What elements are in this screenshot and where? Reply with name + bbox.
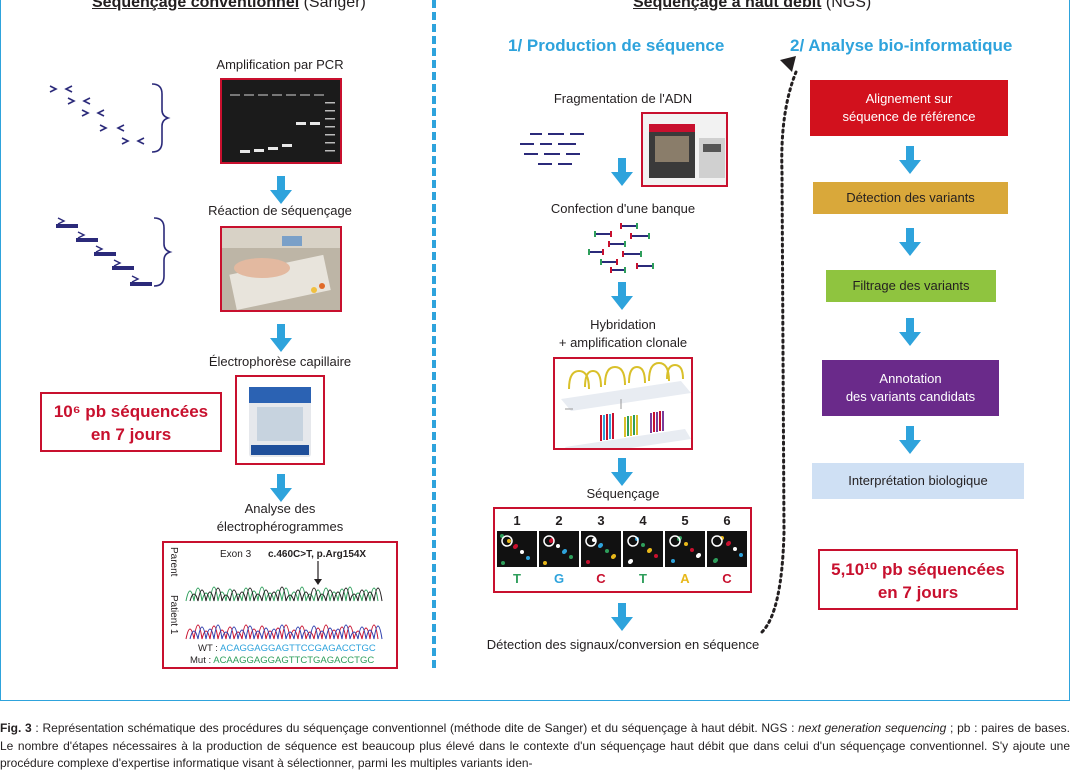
called-base: A (680, 571, 690, 586)
bioinformatics-step: Détection des variants (813, 182, 1008, 214)
ngs-step-fragmentation: Fragmentation de l'ADN (553, 91, 693, 106)
dna-fragments-diagram (520, 133, 584, 165)
mut-sequence-line: Mut : ACAAGGAGGAGTTCTGAGACCTGC (190, 655, 375, 666)
cycle-image (623, 531, 663, 567)
down-arrow-icon (270, 176, 292, 204)
clonal-amplification-photo (553, 357, 693, 450)
called-base: C (722, 571, 732, 586)
ngs-step-sequencing: Séquençage (586, 486, 660, 501)
cycle-image (581, 531, 621, 567)
cycle-number: 4 (639, 513, 647, 528)
center-divider (432, 0, 436, 668)
fragmentation-instrument-photo (641, 112, 728, 187)
called-base: G (553, 571, 565, 586)
cycle-number: 1 (513, 513, 521, 528)
ngs-throughput-box: 5,10¹⁰ pb séquencées en 7 jours (818, 549, 1018, 610)
trace-plot (185, 561, 383, 640)
figure-frame (0, 0, 1070, 701)
bioinformatics-step: Interprétation biologique (812, 463, 1024, 499)
called-base: T (639, 571, 647, 586)
sanger-throughput-box: 10⁶ pb séquencées en 7 jours (40, 392, 222, 452)
exon-label: Exon 3 (220, 549, 252, 560)
down-arrow-icon (611, 603, 633, 631)
down-arrow-icon (611, 282, 633, 310)
patient-label: Patient 1 (168, 595, 179, 635)
down-arrow-icon (270, 324, 292, 352)
cycle-number: 5 (681, 513, 689, 528)
down-arrow-icon (899, 228, 921, 256)
down-arrow-icon (611, 458, 633, 486)
pcr-gel-photo (220, 78, 342, 164)
cycle-image (497, 531, 537, 567)
parent-label: Parent (168, 547, 179, 577)
lab-pipetting-photo (220, 226, 342, 312)
library-fragments-diagram (588, 223, 654, 273)
sanger-step-sequencing-reaction: Réaction de séquençage (208, 203, 352, 218)
ngs-section-bioinformatics: 2/ Analyse bio-informatique (790, 36, 1013, 55)
down-arrow-icon (899, 426, 921, 454)
capillary-sequencer-photo (235, 375, 325, 465)
down-arrow-icon (270, 474, 292, 502)
wt-sequence-line: WT : ACAGGAGGAGTTCCGAGACCTGC (198, 643, 376, 654)
sanger-step-electrophoresis: Électrophorèse capillaire (208, 354, 352, 369)
ngs-step-hybridization: Hybridation + amplification clonale (558, 317, 688, 350)
bioinformatics-step: Annotation des variants candidats (822, 360, 999, 416)
ngs-section-production: 1/ Production de séquence (508, 36, 725, 55)
cycle-image (539, 531, 579, 567)
cycle-image (665, 531, 705, 567)
down-arrow-icon (611, 158, 633, 186)
bioinformatics-step: Alignement sur séquence de référence (810, 80, 1008, 136)
ngs-header: Séquençage à haut débit (NGS) (633, 0, 872, 11)
mutation-label: c.460C>T, p.Arg154X (268, 549, 367, 560)
sanger-header: Séquençage conventionnel (Sanger) (92, 0, 366, 11)
bioinformatics-step: Filtrage des variants (826, 270, 996, 302)
ngs-step-signal-detection: Détection des signaux/conversion en séqu… (486, 637, 760, 652)
figure-caption: Fig. 3 : Représentation schématique des … (0, 721, 1070, 770)
sanger-step-pcr: Amplification par PCR (216, 57, 344, 72)
cycle-number: 6 (723, 513, 731, 528)
called-base: T (513, 571, 521, 586)
down-arrow-icon (899, 318, 921, 346)
cycle-number: 3 (597, 513, 605, 528)
down-arrow-icon (899, 146, 921, 174)
primer-diagram (49, 83, 171, 153)
ngs-step-library: Confection d'une banque (550, 201, 696, 216)
sanger-step-analysis: Analyse des électrophérogrammes (216, 501, 344, 534)
electropherogram-panel: Parent Patient 1 Exon 3 c.460C>T, p.Arg1… (162, 541, 398, 669)
called-base: C (596, 571, 606, 586)
dotted-flow-arrow (760, 56, 798, 634)
cycle-image (707, 531, 747, 567)
staircase-diagram (56, 217, 173, 287)
cycle-number: 2 (555, 513, 563, 528)
